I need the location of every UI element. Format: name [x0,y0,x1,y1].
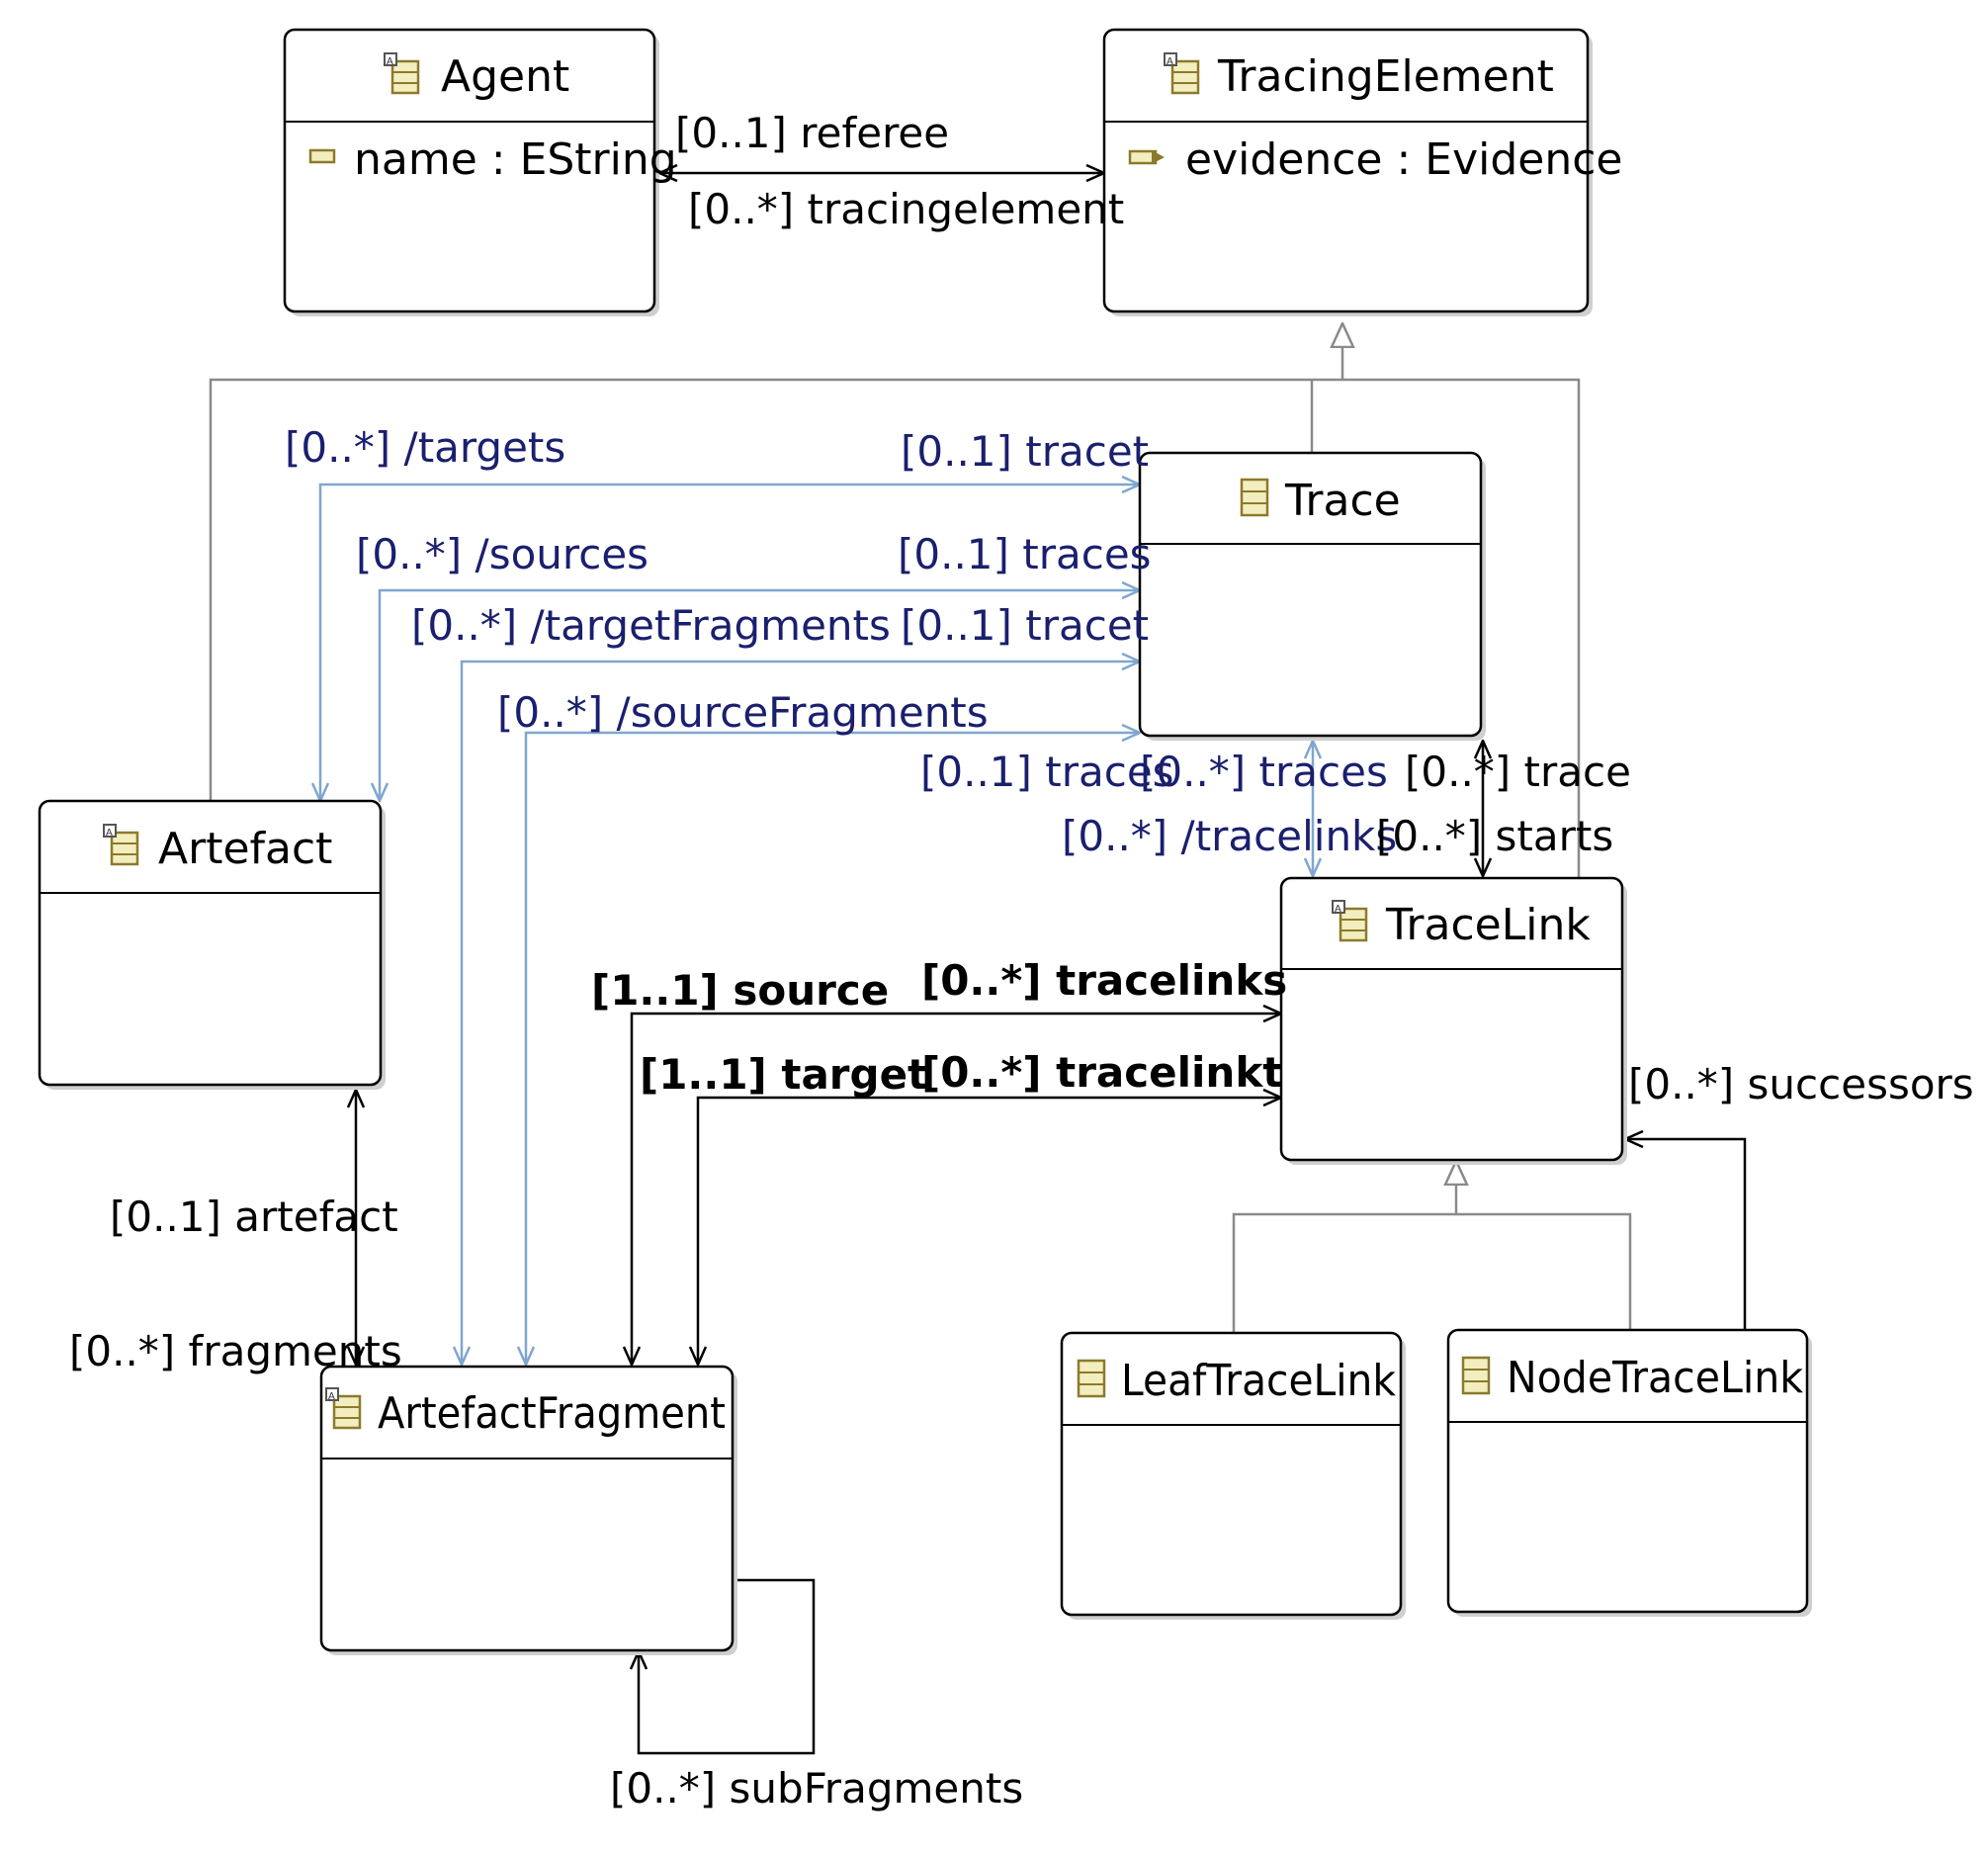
sources-traces-association [380,590,1140,801]
label-tracingelement: [0..*] tracingelement [688,185,1124,233]
label-source-fragments: [0..*] /sourceFragments [497,688,989,737]
attribute-name: name : EString [354,134,677,185]
label-target-fragments: [0..*] /targetFragments [411,601,891,650]
class-tracingelement[interactable]: A TracingElement evidence : Evidence [1102,28,1623,316]
eclass-icon [1240,478,1269,517]
label-sources: [0..*] /sources [356,530,648,578]
eattribute-icon [308,148,336,164]
class-name: LeafTraceLink [1121,1356,1396,1406]
abstract-eclass-icon: A [384,52,420,95]
class-nodetracelink[interactable]: NodeTraceLink [1446,1328,1812,1617]
class-name: Trace [1284,476,1401,526]
abstract-eclass-icon: A [1332,900,1368,942]
label-tracelinkt: [0..*] tracelinkt [921,1048,1282,1097]
svg-text:A: A [106,828,113,839]
class-name: TracingElement [1217,51,1554,102]
label-targets: [0..*] /targets [285,423,565,472]
generalization-bus-artefact-tracelink [209,378,1581,878]
label-starts: [0..*] starts [1376,812,1613,860]
class-name: Agent [441,51,569,102]
class-name: TraceLink [1385,900,1591,950]
label-trace: [0..*] trace [1405,748,1631,796]
ereference-icon [1128,149,1165,165]
label-traces-1: [0..1] traces [898,530,1152,578]
class-name: ArtefactFragment [378,1388,726,1439]
class-name: Artefact [158,824,332,874]
label-target: [1..1] target [640,1050,927,1099]
svg-text:A: A [328,1391,335,1402]
label-referee: [0..1] referee [675,109,949,157]
successors-association [1625,1139,1747,1330]
svg-text:A: A [1335,904,1341,915]
abstract-eclass-icon: A [325,1387,362,1430]
label-tracelinks: [0..*] tracelinks [921,956,1287,1005]
class-artefact[interactable]: A Artefact [38,799,386,1090]
svg-text:A: A [1167,56,1173,67]
label-traces-2: [0..1] traces [920,748,1174,796]
class-name: NodeTraceLink [1507,1353,1803,1403]
attribute-name: evidence : Evidence [1185,134,1623,185]
eclass-icon [1077,1359,1106,1398]
label-tracet-1: [0..1] tracet [901,427,1149,476]
class-artefactfragment[interactable]: A ArtefactFragment [319,1365,737,1655]
subfragments-association [639,1578,816,1755]
label-subfragments: [0..*] subFragments [610,1764,1023,1813]
class-agent[interactable]: A Agent name : EString [283,28,677,316]
label-artefact: [0..1] artefact [110,1193,398,1241]
abstract-eclass-icon: A [1164,52,1200,95]
class-trace[interactable]: Trace [1138,451,1486,741]
sourcefragments-traces-association [526,733,1140,1365]
class-tracelink[interactable]: A TraceLink [1279,876,1627,1165]
abstract-eclass-icon: A [103,824,139,866]
label-successors: [0..*] successors [1628,1060,1974,1108]
targets-tracet-association [320,485,1140,801]
label-source: [1..1] source [591,966,889,1015]
association-labels: [0..1] referee [0..*] tracingelement [0.… [69,109,1974,1813]
derived-association-lines [320,485,1313,1365]
label-tracelinks-derived: [0..*] /tracelinks [1062,812,1397,860]
class-leaftracelink[interactable]: LeafTraceLink [1060,1331,1406,1620]
target-tracelinkt-association [698,1098,1281,1365]
svg-text:A: A [387,56,393,67]
generalization-bus-leaf-node [1232,1212,1632,1333]
label-traces-many: [0..*] traces [1140,748,1388,796]
label-tracet-2: [0..1] tracet [901,601,1149,650]
label-fragments: [0..*] fragments [69,1327,402,1375]
eclass-icon [1461,1356,1491,1395]
targetfragments-tracet-association [462,662,1140,1365]
